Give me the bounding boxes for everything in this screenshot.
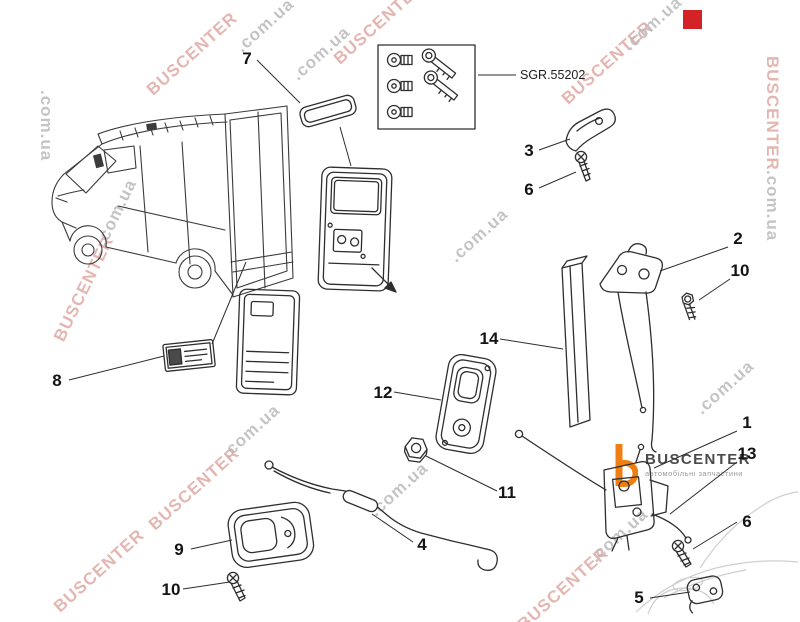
part-6-screw-upper xyxy=(574,150,591,182)
callout-7: 7 xyxy=(242,49,251,68)
car-silhouette xyxy=(635,491,799,615)
callout-9: 9 xyxy=(174,540,183,559)
part-2-latch-linkage xyxy=(599,243,664,453)
red-logo-badge xyxy=(683,10,702,29)
part-10-screw-bottom xyxy=(226,571,246,602)
callout-11: 11 xyxy=(498,483,516,502)
part-4-control-rod xyxy=(264,460,498,571)
part-8-info-plate xyxy=(162,339,216,372)
lock-cylinder-icon xyxy=(386,78,413,94)
callout-numbers: 7 SGR.55202 3 6 2 10 14 12 8 11 1 13 6 4… xyxy=(52,49,756,607)
van-illustration xyxy=(51,105,294,298)
logo-name: BUSCENTER xyxy=(645,451,751,469)
callout-4: 4 xyxy=(417,535,427,554)
callout-6-lower: 6 xyxy=(742,512,751,531)
door-lower-panel xyxy=(235,288,301,396)
lock-cylinder-key-set xyxy=(377,44,476,130)
callout-3: 3 xyxy=(524,141,533,160)
callout-10-bottom: 10 xyxy=(162,580,181,599)
reference-code: SGR.55202 xyxy=(520,68,585,82)
callout-5: 5 xyxy=(634,588,643,607)
direction-arrow-icon xyxy=(371,267,397,293)
callout-10-right: 10 xyxy=(731,261,750,280)
part-10-bolt xyxy=(681,292,697,321)
callout-8: 8 xyxy=(52,371,61,390)
mirror-icon xyxy=(93,153,104,169)
roof-detail xyxy=(146,122,157,131)
door-inner-panel xyxy=(317,166,393,292)
part-9-inner-handle-bezel xyxy=(227,501,315,569)
part-7-gasket-plate xyxy=(299,94,357,128)
callout-2: 2 xyxy=(733,229,742,248)
part-11-nut xyxy=(403,437,428,463)
part-14-guide-channel xyxy=(561,255,591,428)
callout-14: 14 xyxy=(480,329,499,348)
callout-12: 12 xyxy=(374,383,393,402)
lock-cylinder-icon xyxy=(386,104,413,120)
callout-6-upper: 6 xyxy=(524,180,533,199)
key-icon xyxy=(423,70,459,102)
key-icon xyxy=(421,48,457,80)
callout-1: 1 xyxy=(742,413,751,432)
part-6-screw-lower xyxy=(671,539,692,568)
part-5-striker-bracket xyxy=(686,575,724,614)
buscenter-logo-text: BUSCENTER автомобільні запчастини xyxy=(645,452,751,478)
lock-cylinder-icon xyxy=(386,52,413,68)
callout-13: 13 xyxy=(738,444,757,463)
callout-leader-lines xyxy=(68,59,738,599)
part-3-bracket xyxy=(565,108,616,152)
part-1-door-lock xyxy=(514,429,692,552)
logo-tagline: автомобільні запчастини xyxy=(645,469,743,479)
part-12-outer-handle-base xyxy=(435,353,497,455)
